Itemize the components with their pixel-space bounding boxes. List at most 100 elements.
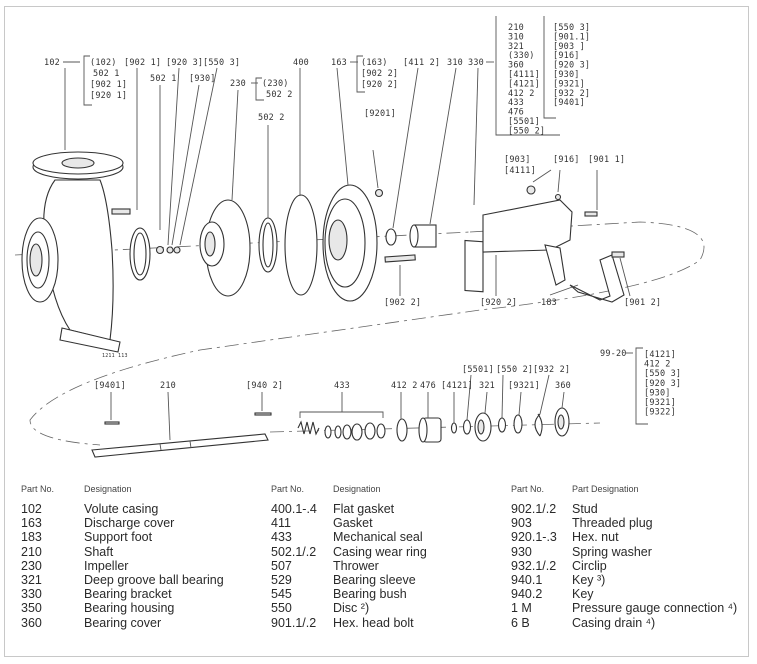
axis-line-upper-right (29, 221, 705, 446)
key-940-2-part (254, 412, 272, 416)
bearing-sleeve-part (409, 224, 437, 248)
label-330-group-left-item: [4121] (508, 79, 540, 89)
part-designation: Pressure gauge connection ⁴) (572, 601, 738, 616)
table-row: 411 Gasket (271, 516, 427, 530)
label-9203: [920 3] (166, 58, 203, 68)
label-330-group-right-item: [916] (553, 51, 580, 61)
label-330-group-left-item: [5501] (508, 117, 540, 127)
label-5021: 502 1 (150, 74, 177, 84)
label-9920-group-item: [550 3] (644, 369, 681, 379)
label-9920-group-item: 412 2 (644, 360, 671, 370)
label-9321: [9321] (508, 381, 540, 391)
part-designation: Support foot (84, 530, 153, 545)
part-number: 411 (271, 516, 291, 531)
part-number: 507 (271, 558, 292, 573)
label-drawing-number: 1211 113 (102, 353, 128, 359)
label-4122: 412 2 (391, 381, 418, 391)
part-number: 102 (21, 502, 42, 516)
label-321: 321 (479, 381, 495, 391)
label-230: 230 (230, 79, 246, 89)
label-330-group-right-item: [920 3] (553, 61, 590, 71)
part-designation: Gasket (333, 516, 373, 531)
table-row: 433 Mechanical seal (271, 530, 427, 544)
part-designation: Volute casing (84, 502, 159, 516)
part-number: 920.1-.3 (511, 530, 557, 545)
bearing-cover-part (554, 407, 570, 437)
part-designation: Disc ²) (333, 601, 370, 616)
part-designation: Casing wear ring (333, 544, 427, 559)
label-330-group-right-item: [903 ] (553, 42, 585, 52)
ring-412-2-part (396, 418, 408, 442)
table-row: 102 Volute casing (21, 502, 224, 516)
part-number: 940.2 (511, 587, 543, 602)
part-number: 350 (21, 601, 42, 616)
part-designation: Bearing sleeve (333, 573, 416, 588)
disc-550-1-part (462, 419, 472, 435)
label-9920-group-item: [9321] (644, 398, 676, 408)
label-330-group-left-item: 476 (508, 108, 524, 118)
label-163: 163 (331, 58, 347, 68)
label-230-group-2: 502 2 (266, 90, 293, 100)
ring-412-1-part (450, 422, 458, 434)
part-number: 6 B (511, 615, 530, 630)
label-102-group-2: 502 1 (93, 69, 120, 79)
part-designation: Hex. head bolt (333, 615, 414, 630)
label-330-group-left-item: 433 (508, 98, 524, 108)
support-foot-part (569, 254, 625, 303)
part-designation: Hex. nut (572, 530, 619, 545)
part-designation: Spring washer (572, 544, 652, 559)
part-designation: Key (572, 587, 594, 602)
leader-lines (63, 16, 648, 441)
label-163-group-2: [902 2] (361, 69, 398, 79)
part-number: 433 (271, 530, 292, 545)
label-330-group-left-item: (330) (508, 51, 535, 61)
label-330-group-left-item: 210 (508, 23, 524, 33)
label-360: 360 (555, 381, 571, 391)
part-number: 1 M (511, 601, 532, 616)
part-number: 901.1/.2 (271, 615, 317, 630)
label-330-group-left-item: 321 (508, 42, 524, 52)
part-number: 330 (21, 587, 42, 602)
label-330-group-right-item: [9321] (553, 79, 585, 89)
part-number: 360 (21, 615, 42, 630)
impeller-part (199, 199, 251, 297)
label-9011: [901 1] (588, 155, 625, 165)
part-designation: Circlip (572, 558, 607, 573)
header-designation: Part Designation (572, 484, 639, 494)
stud-part (384, 254, 416, 263)
part-number: 940.1 (511, 573, 543, 588)
part-designation: Shaft (84, 544, 114, 559)
part-designation: Thrower (333, 558, 379, 573)
table-row: 330 Bearing bracket (21, 587, 224, 601)
gasket-part (385, 228, 397, 246)
table-row: 920.1-.3 Hex. nut (511, 530, 737, 544)
label-102: 102 (44, 58, 60, 68)
label-9022: [902 2] (384, 298, 421, 308)
part-designation: Casing drain ⁴) (572, 615, 656, 630)
disc-550-2-part (497, 417, 507, 433)
part-designation: Key ³) (572, 573, 606, 588)
part-designation: Mechanical seal (333, 530, 423, 545)
label-102-group-4: [920 1] (90, 91, 127, 101)
discharge-cover-part (322, 184, 378, 302)
label-916: [916] (553, 155, 580, 165)
label-330-group-left-item: 360 (508, 61, 524, 71)
label-9920-group-item: [920 3] (644, 379, 681, 389)
label-9322: [932 2] (533, 365, 570, 375)
label-9920-group-item: [930] (644, 388, 671, 398)
part-designation: Bearing bracket (84, 587, 172, 602)
label-930: [930] (189, 74, 216, 84)
